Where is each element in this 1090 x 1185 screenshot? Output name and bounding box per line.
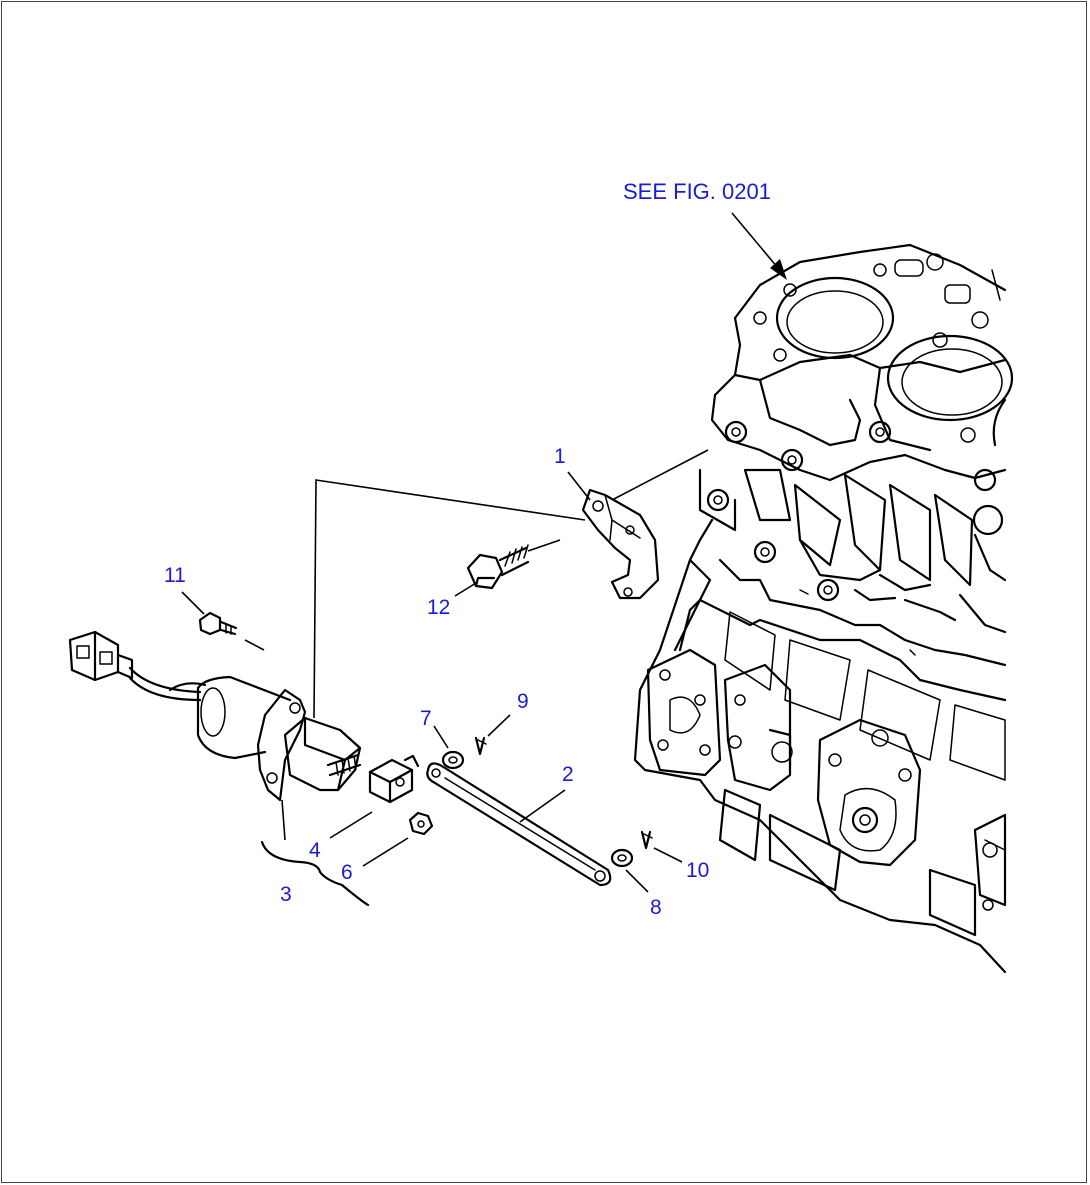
nut-part-6 [362,811,434,867]
leader-1 [567,471,591,501]
bracket-part-1 [581,488,660,600]
washer-part-8 [610,848,649,893]
link-rod-part-2 [426,762,612,887]
solenoid-assembly-part-3 [68,630,362,841]
callout-2: 2 [562,763,574,786]
leader-12 [454,582,477,597]
leader-11 [181,591,205,615]
see-figure-reference: SEE FIG. 0201 [623,179,771,204]
callout-6: 6 [341,861,353,884]
callout-3: 3 [280,883,292,906]
joint-part-4 [329,754,420,839]
washer-part-7 [433,725,465,770]
callout-10: 10 [686,859,710,882]
bolt-part-12 [466,539,561,590]
brace-part-3 [260,840,370,907]
callout-7: 7 [420,707,432,730]
assembly-line [313,479,586,719]
pin-part-10 [640,830,683,863]
pin-part-9 [474,714,511,756]
callout-8: 8 [650,896,662,919]
callout-1: 1 [554,445,566,468]
callout-4: 4 [309,839,321,862]
callout-11: 11 [164,564,186,587]
cylinder-block [633,243,1014,974]
bolt-part-11 [198,611,265,651]
reference-arrow [731,212,787,280]
callout-12: 12 [427,596,451,619]
bracket-mount-line [611,449,709,501]
callout-9: 9 [517,690,529,713]
